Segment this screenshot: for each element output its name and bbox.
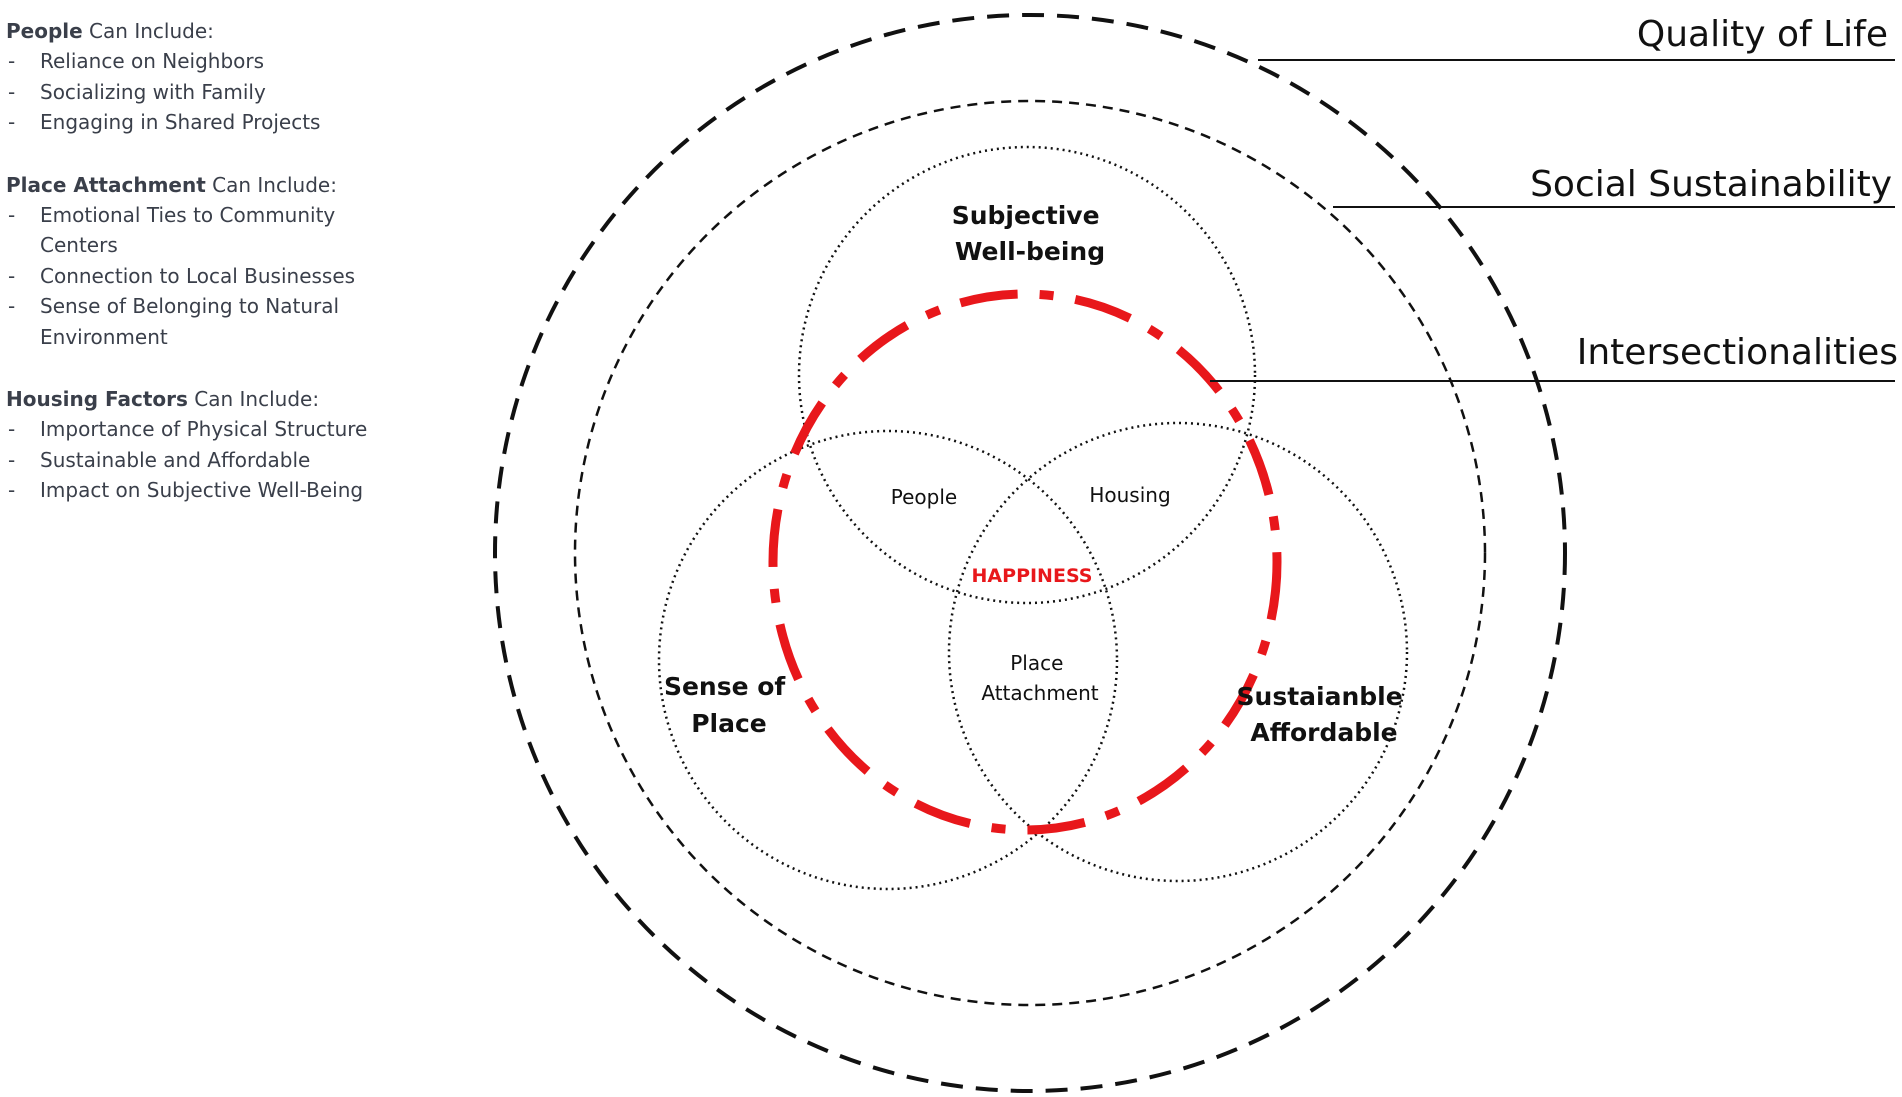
people-group-heading: People Can Include: bbox=[6, 16, 406, 46]
subjective-wellbeing-line-1: Subjective bbox=[952, 201, 1100, 230]
sustainable-affordable-circle bbox=[947, 421, 1409, 883]
list-item: Connection to Local Businesses bbox=[6, 261, 406, 292]
housing-factors-list: Importance of Physical Structure Sustain… bbox=[6, 414, 406, 506]
people-overlap-label: People bbox=[891, 485, 957, 509]
list-item: Sustainable and Affordable bbox=[6, 445, 406, 476]
list-item: Emotional Ties to Community Centers bbox=[6, 200, 406, 261]
place-attachment-group: Place Attachment Can Include: Emotional … bbox=[6, 170, 406, 353]
social-sustainability-ring bbox=[573, 99, 1487, 1007]
housing-factors-group-heading: Housing Factors Can Include: bbox=[6, 384, 406, 414]
place-attachment-heading-rest: Can Include: bbox=[205, 172, 337, 197]
sense-of-place-label: Sense of Place bbox=[664, 672, 794, 738]
subjective-wellbeing-label: Subjective Well-being bbox=[952, 201, 1109, 266]
quality-of-life-ring bbox=[493, 13, 1567, 1093]
sustainable-affordable-line-1: Sustaianble bbox=[1237, 682, 1403, 711]
side-panel: People Can Include: Reliance on Neighbor… bbox=[6, 16, 406, 538]
place-attachment-list: Emotional Ties to Community Centers Conn… bbox=[6, 200, 406, 353]
housing-factors-heading-strong: Housing Factors bbox=[6, 387, 188, 411]
quality-of-life-label: Quality of Life bbox=[1637, 14, 1888, 55]
list-item: Socializing with Family bbox=[6, 77, 406, 108]
list-item: Engaging in Shared Projects bbox=[6, 107, 406, 138]
people-group: People Can Include: Reliance on Neighbor… bbox=[6, 16, 406, 138]
place-attachment-line-2: Attachment bbox=[981, 681, 1098, 705]
list-item: Sense of Belonging to Natural Environmen… bbox=[6, 291, 406, 352]
place-attachment-line-1: Place bbox=[1010, 651, 1063, 675]
sense-of-place-circle bbox=[657, 429, 1119, 891]
list-item: Impact on Subjective Well-Being bbox=[6, 475, 406, 506]
housing-overlap-label: Housing bbox=[1089, 483, 1170, 507]
social-sustainability-label: Social Sustainability bbox=[1530, 164, 1892, 205]
people-heading-rest: Can Include: bbox=[82, 19, 214, 43]
sense-of-place-line-2: Place bbox=[691, 709, 767, 738]
list-item: Importance of Physical Structure bbox=[6, 414, 406, 445]
housing-factors-group: Housing Factors Can Include: Importance … bbox=[6, 384, 406, 506]
subjective-wellbeing-line-2: Well-being bbox=[955, 237, 1105, 266]
sustainable-affordable-line-2: Affordable bbox=[1250, 718, 1397, 747]
sustainable-affordable-label: Sustaianble Affordable bbox=[1237, 682, 1412, 747]
subjective-wellbeing-circle bbox=[797, 145, 1257, 605]
sense-of-place-line-1: Sense of bbox=[664, 672, 786, 701]
place-attachment-heading-strong: Place Attachment bbox=[6, 172, 206, 197]
intersectionalities-ring bbox=[768, 289, 1282, 835]
people-list: Reliance on Neighbors Socializing with F… bbox=[6, 46, 406, 138]
list-item: Reliance on Neighbors bbox=[6, 46, 406, 77]
intersectionalities-label: Intersectionalities bbox=[1577, 332, 1898, 373]
people-heading-strong: People bbox=[6, 19, 83, 43]
happiness-center-label: HAPPINESS bbox=[972, 565, 1093, 587]
place-attachment-overlap-label: Place Attachment bbox=[981, 651, 1098, 705]
housing-factors-heading-rest: Can Include: bbox=[187, 387, 320, 411]
place-attachment-group-heading: Place Attachment Can Include: bbox=[6, 170, 406, 200]
